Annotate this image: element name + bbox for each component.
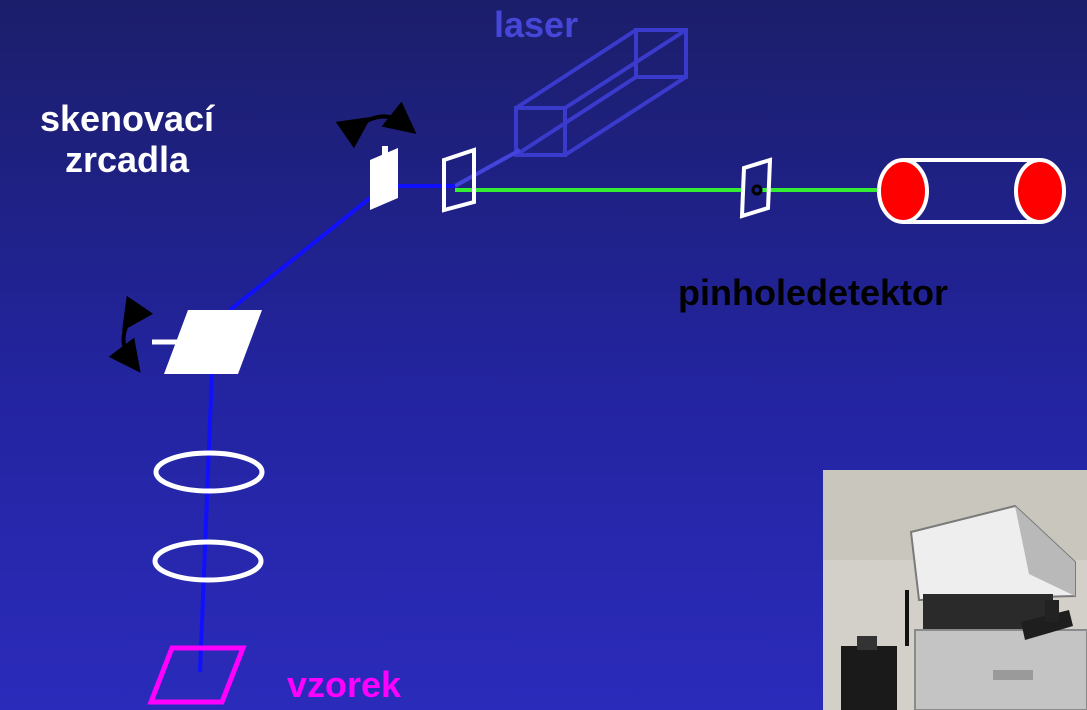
microscope-photo	[823, 470, 1087, 710]
scanning-mirrors-label: skenovací zrcadla	[39, 98, 215, 181]
curved-arrow-icon	[108, 295, 154, 373]
curved-arrow-icon	[335, 101, 417, 149]
sample-label: vzorek	[287, 664, 402, 705]
pinhole-plate	[739, 157, 773, 219]
dichroic-mirror	[442, 147, 476, 213]
laser-box	[514, 28, 688, 157]
laser-label: laser	[494, 4, 579, 45]
detector-label: detektor	[806, 272, 949, 313]
excitation-beam	[198, 184, 455, 673]
sample-slide	[147, 645, 247, 705]
lens-upper	[153, 450, 265, 494]
pinhole-label: pinhole	[678, 272, 806, 313]
scanning-mirror-upper	[370, 146, 398, 210]
laser-beam	[454, 148, 521, 188]
lens-lower	[152, 539, 264, 583]
pinhole-aperture	[751, 184, 763, 196]
scanning-mirror-lower	[152, 310, 262, 374]
detector-tube	[877, 158, 1066, 224]
